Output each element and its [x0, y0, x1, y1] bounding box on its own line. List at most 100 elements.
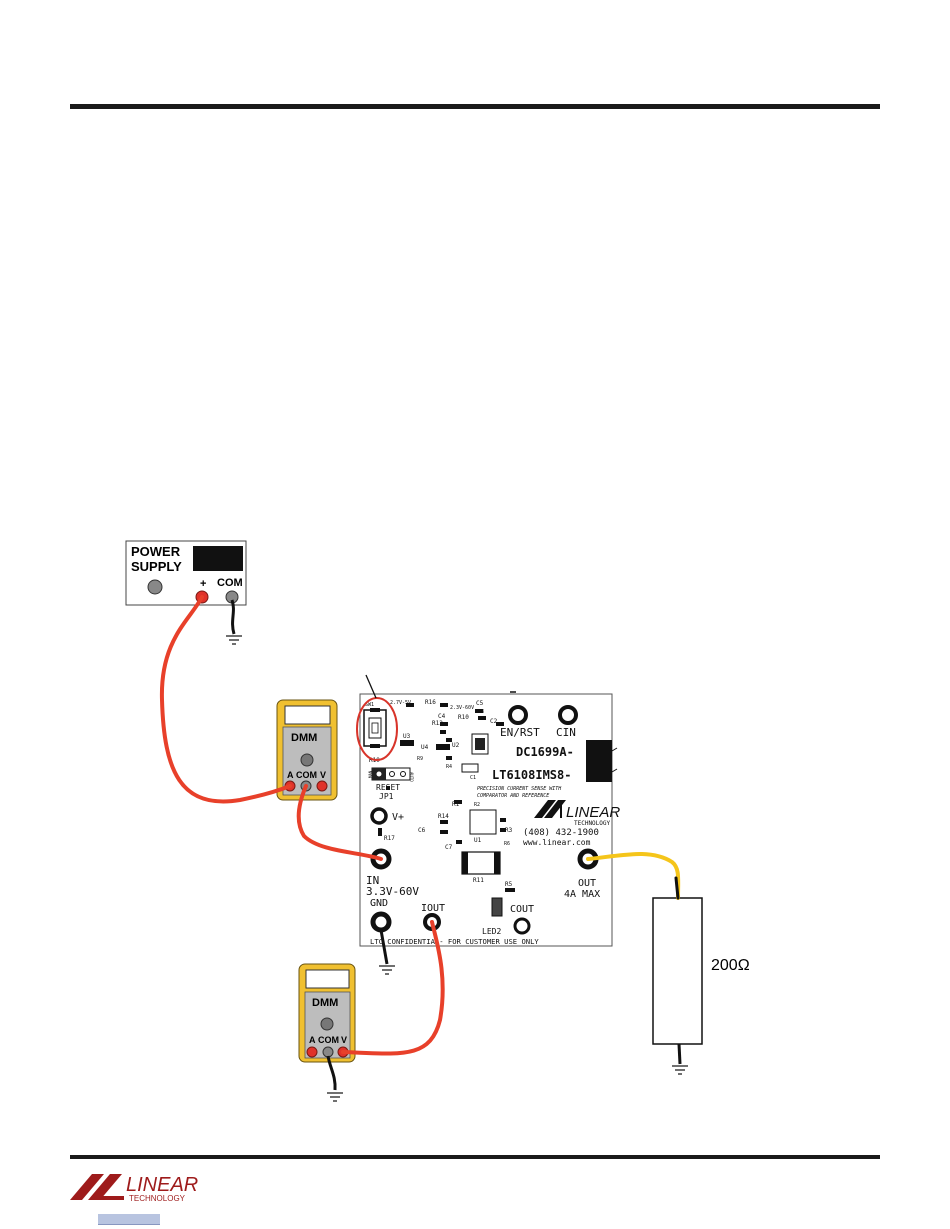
label-r11: R11 [473, 877, 484, 884]
label-u2: U2 [452, 742, 460, 749]
wire-dmm-com-to-in [296, 784, 383, 861]
board-iout-label: IOUT [421, 903, 445, 914]
board-lt-logo [534, 800, 566, 818]
label-c6: C6 [418, 827, 426, 834]
dmm-top-title: DMM [291, 732, 317, 744]
board-device-label: LT6108IMS8- [492, 768, 571, 782]
label-v-b: 2.3V-60V [450, 705, 474, 711]
wire-iout-to-dmm-v [341, 920, 445, 1056]
connector-block-1 [586, 740, 612, 762]
footer-rule [70, 1155, 880, 1159]
footer-logo-sub: TECHNOLOGY [129, 1194, 186, 1203]
power-supply-title-line1: POWER [131, 544, 181, 559]
dmm-bottom-com-terminal [322, 1046, 334, 1058]
label-r4: R4 [446, 764, 452, 770]
board-out-max: 4A MAX [564, 889, 600, 900]
gnd-turret [370, 911, 392, 933]
dmm-top-v-terminal [316, 780, 328, 792]
dmm-bottom: DMM A COM V [298, 963, 356, 1063]
dmm-bottom-a-terminal [306, 1046, 318, 1058]
label-r8: R8 [478, 709, 484, 715]
board-cout-label: COUT [510, 904, 534, 915]
wires [159, 595, 681, 1056]
label-c7: C7 [445, 844, 453, 851]
ground-symbol-ps [226, 599, 242, 645]
led2 [491, 897, 503, 917]
power-supply-display [193, 546, 243, 571]
eval-board: EN/RST CIN DC1699A- LT6108IMS8- PRECISIO… [359, 691, 620, 947]
dmm-bottom-knob [320, 1017, 334, 1031]
wire-load-top-stub [674, 876, 680, 900]
label-r3: R3 [505, 827, 513, 834]
board-in-range: 3.3V-60V [366, 885, 419, 898]
dmm-bottom-v-label: V [341, 1035, 347, 1045]
dmm-top-display [284, 705, 331, 725]
label-r10: R10 [458, 714, 469, 721]
board-out-label: OUT [578, 878, 596, 889]
power-supply-plus-label: + [200, 578, 206, 590]
dmm-bottom-com-label: COM [318, 1035, 339, 1045]
en-rst-turret [508, 705, 528, 725]
label-r9: R9 [417, 756, 423, 762]
label-r5: R5 [505, 881, 513, 888]
load-resistor: 200Ω [652, 897, 750, 1045]
label-c5: C5 [476, 700, 484, 707]
label-r12: R12 [432, 720, 443, 727]
label-u3: U3 [403, 733, 411, 740]
sw1-highlight-circle [356, 697, 398, 761]
board-vplus-label: V+ [392, 812, 404, 823]
power-supply-knob [147, 579, 163, 595]
label-r17: R17 [384, 835, 395, 842]
board-confidential: LTC CONFIDENTIAL- FOR CUSTOMER USE ONLY [370, 937, 539, 946]
cin-turret [558, 705, 578, 725]
footer-lt-logo: LINEAR TECHNOLOGY [70, 1174, 198, 1203]
board-phone: (408) 432-1900 [523, 828, 599, 838]
board-gnd-label: GND [370, 898, 388, 909]
connector-block-2 [586, 762, 612, 782]
board-website: www.linear.com [523, 838, 591, 847]
u1-chip [469, 809, 497, 835]
dmm-top-knob [300, 753, 314, 767]
label-r2: R2 [474, 802, 480, 808]
dmm-top-v-label: V [320, 770, 326, 780]
wire-ps-to-dmm-a [159, 595, 292, 804]
dmm-top: DMM A COM V [276, 699, 338, 801]
label-r16: R16 [425, 699, 436, 706]
power-supply-title-line2: SUPPLY [131, 559, 182, 574]
power-supply-com-label: COM [217, 577, 243, 589]
footer-logo-text: LINEAR [126, 1174, 198, 1196]
c1-capacitor [461, 763, 479, 773]
board-led2-label: LED2 [482, 927, 501, 936]
cout-turret [513, 917, 531, 935]
board-in-label: IN [366, 874, 379, 887]
board-jp1-label: JP1 [379, 792, 394, 801]
power-supply: POWER SUPPLY + COM [125, 540, 247, 606]
board-reset-label: RESET [376, 783, 400, 792]
board-en-rst-label: EN/RST [500, 726, 540, 739]
board-cin-label: CIN [556, 726, 576, 739]
footer-link-box[interactable] [98, 1214, 160, 1225]
load-resistor-value: 200Ω [711, 957, 750, 974]
vplus-turret [370, 807, 388, 825]
label-man: MAN [368, 770, 373, 778]
dmm-bottom-display [305, 969, 350, 989]
dmm-top-a-label: A [287, 770, 294, 780]
dmm-top-com-label: COM [296, 770, 317, 780]
label-c1: C1 [470, 775, 476, 781]
label-auto: AUTO [409, 772, 414, 782]
board-subtitle-line2: COMPARATOR AND REFERENCE [477, 793, 549, 799]
header-rule [70, 104, 880, 109]
label-r1: R1 [452, 801, 460, 808]
wire-out-to-load [586, 852, 681, 900]
ground-symbol-load [672, 1043, 688, 1075]
ground-symbol-board [379, 929, 395, 975]
board-part-number: DC1699A- [516, 745, 574, 759]
label-r6: R6 [504, 841, 510, 847]
label-c2: C2 [490, 718, 498, 725]
board-subtitle-line1: PRECISION CURRENT SENSE WITH [477, 786, 562, 792]
label-sw1: SW1 [365, 702, 374, 708]
label-c4: C4 [438, 713, 446, 720]
label-r14: R14 [438, 813, 449, 820]
label-v-a: 2.7V-5V [390, 700, 411, 706]
